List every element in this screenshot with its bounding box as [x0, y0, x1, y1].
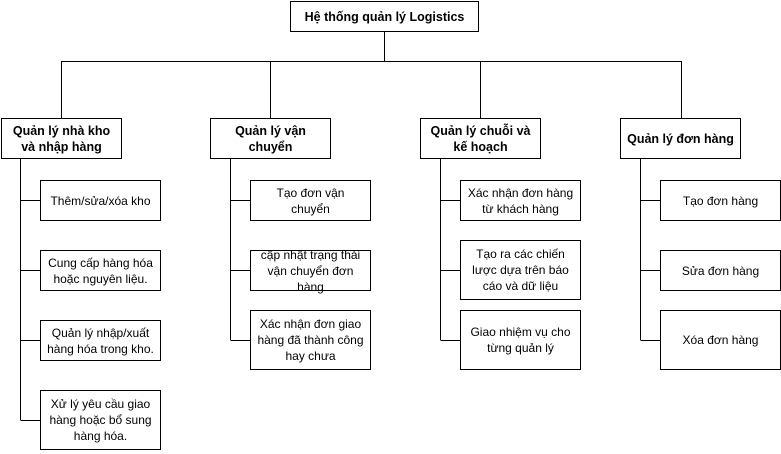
task-label: Xác nhận đơn hàng từ khách hàng	[467, 185, 574, 216]
task-warehouse-3: Quản lý nhập/xuất hàng hóa trong kho.	[40, 320, 161, 361]
task-shipping-1: Tạo đơn vận chuyển	[250, 180, 371, 221]
task-label: Sửa đơn hàng	[681, 263, 760, 278]
task-warehouse-2: Cung cấp hàng hóa hoặc nguyên liệu.	[40, 250, 161, 291]
category-shipping: Quản lý vận chuyển	[210, 118, 331, 159]
category-supply-chain: Quản lý chuỗi và kế hoạch	[420, 118, 541, 159]
category-label: Quản lý đơn hàng	[627, 131, 734, 146]
task-label: Xử lý yêu cầu giao hàng hoặc bổ sung hàn…	[49, 397, 152, 443]
task-supply-chain-2: Tạo ra các chiến lược dựa trên báo cáo v…	[460, 240, 581, 300]
task-supply-chain-3: Giao nhiệm vụ cho từng quản lý	[460, 310, 581, 370]
task-warehouse-4: Xử lý yêu cầu giao hàng hoặc bổ sung hàn…	[40, 390, 161, 450]
task-label: Xóa đơn hàng	[682, 333, 759, 347]
task-supply-chain-1: Xác nhận đơn hàng từ khách hàng	[460, 180, 581, 221]
task-label: Quản lý nhập/xuất hàng hóa trong kho.	[47, 325, 154, 356]
root-node: Hệ thống quản lý Logistics	[290, 1, 479, 32]
category-label: Quản lý chuỗi và kế hoạch	[430, 123, 531, 154]
category-label: Quản lý nhà kho và nhập hàng	[12, 123, 111, 154]
category-orders: Quản lý đơn hàng	[620, 118, 741, 159]
task-orders-3: Xóa đơn hàng	[660, 310, 781, 370]
task-label: Cung cấp hàng hóa hoặc nguyên liệu.	[48, 255, 153, 286]
task-warehouse-1: Thêm/sửa/xóa kho	[40, 180, 161, 221]
task-label: Tạo đơn hàng	[682, 193, 759, 208]
task-label: Xác nhận đơn giao hàng đã thành công hay…	[257, 317, 364, 363]
category-warehouse: Quản lý nhà kho và nhập hàng	[1, 118, 122, 159]
task-label: Giao nhiệm vụ cho từng quản lý	[470, 325, 571, 355]
task-label: cập nhật trạng thái vận chuyển đơn hàng	[260, 247, 361, 294]
root-node-label: Hệ thống quản lý Logistics	[304, 9, 465, 24]
task-label: Tạo đơn vận chuyển	[276, 185, 345, 216]
task-shipping-3: Xác nhận đơn giao hàng đã thành công hay…	[250, 310, 371, 370]
category-label: Quản lý vận chuyển	[235, 123, 306, 154]
task-orders-1: Tạo đơn hàng	[660, 180, 781, 221]
task-label: Tạo ra các chiến lược dựa trên báo cáo v…	[472, 247, 569, 293]
task-label: Thêm/sửa/xóa kho	[50, 193, 151, 208]
task-orders-2: Sửa đơn hàng	[660, 250, 781, 291]
task-shipping-2: cập nhật trạng thái vận chuyển đơn hàng	[250, 248, 371, 294]
